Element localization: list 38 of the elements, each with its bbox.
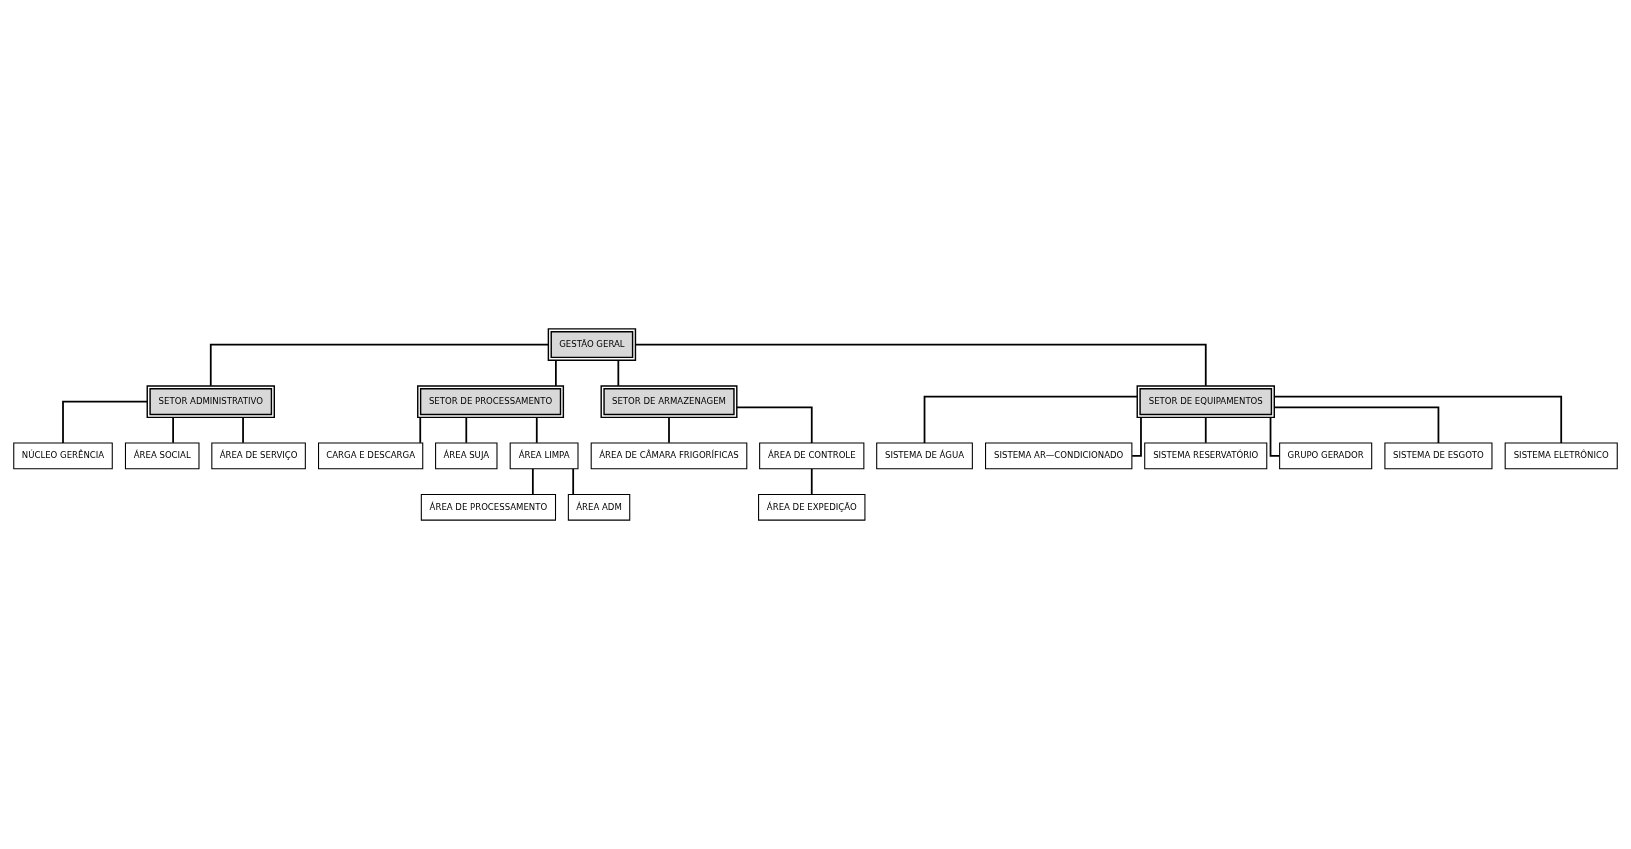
connector xyxy=(735,406,813,444)
connector xyxy=(1131,416,1142,457)
node-box: SISTEMA DE ESGOTO xyxy=(1384,442,1493,470)
connector xyxy=(419,416,422,444)
connector xyxy=(465,416,468,444)
connector xyxy=(572,468,575,496)
connector xyxy=(1269,416,1281,457)
connector xyxy=(62,400,148,444)
node-box: NÚCLEO GERÊNCIA xyxy=(13,442,113,470)
node-box: ÁREA ADM xyxy=(567,493,631,521)
node-box: ÁREA DE CÂMARA FRIGORÍFICAS xyxy=(590,442,748,470)
connector xyxy=(1273,395,1563,444)
connector xyxy=(668,416,670,444)
node-box: SISTEMA AR—CONDICIONADO xyxy=(985,442,1133,470)
connector xyxy=(172,416,174,444)
connector xyxy=(555,359,557,387)
connector xyxy=(617,359,620,387)
node-box: SISTEMA DE ÁGUA xyxy=(876,442,973,470)
node-box: ÁREA LIMPA xyxy=(509,442,579,470)
connector xyxy=(209,343,550,387)
node-box: SISTEMA ELETRÔNICO xyxy=(1504,442,1618,470)
connector xyxy=(1273,406,1440,444)
connector xyxy=(810,468,813,496)
node-box: ÁREA DE EXPEDIÇÃO xyxy=(758,493,866,521)
node-box: ÁREA DE CONTROLE xyxy=(759,442,865,470)
connector xyxy=(1204,416,1207,444)
node-box: GRUPO GERADOR xyxy=(1279,442,1373,470)
node-box: ÁREA SUJA xyxy=(435,442,498,470)
connector xyxy=(923,395,1139,444)
connector xyxy=(535,416,538,444)
node-box: CARGA E DESCARGA xyxy=(318,442,424,470)
node-box: SISTEMA RESERVATÓRIO xyxy=(1144,442,1268,470)
node-box: ÁREA DE SERVIÇO xyxy=(211,442,306,470)
connector xyxy=(634,343,1207,387)
connector xyxy=(242,416,244,444)
node-box: ÁREA SOCIAL xyxy=(124,442,200,470)
connector xyxy=(531,468,534,496)
node-box: ÁREA DE PROCESSAMENTO xyxy=(420,493,557,521)
